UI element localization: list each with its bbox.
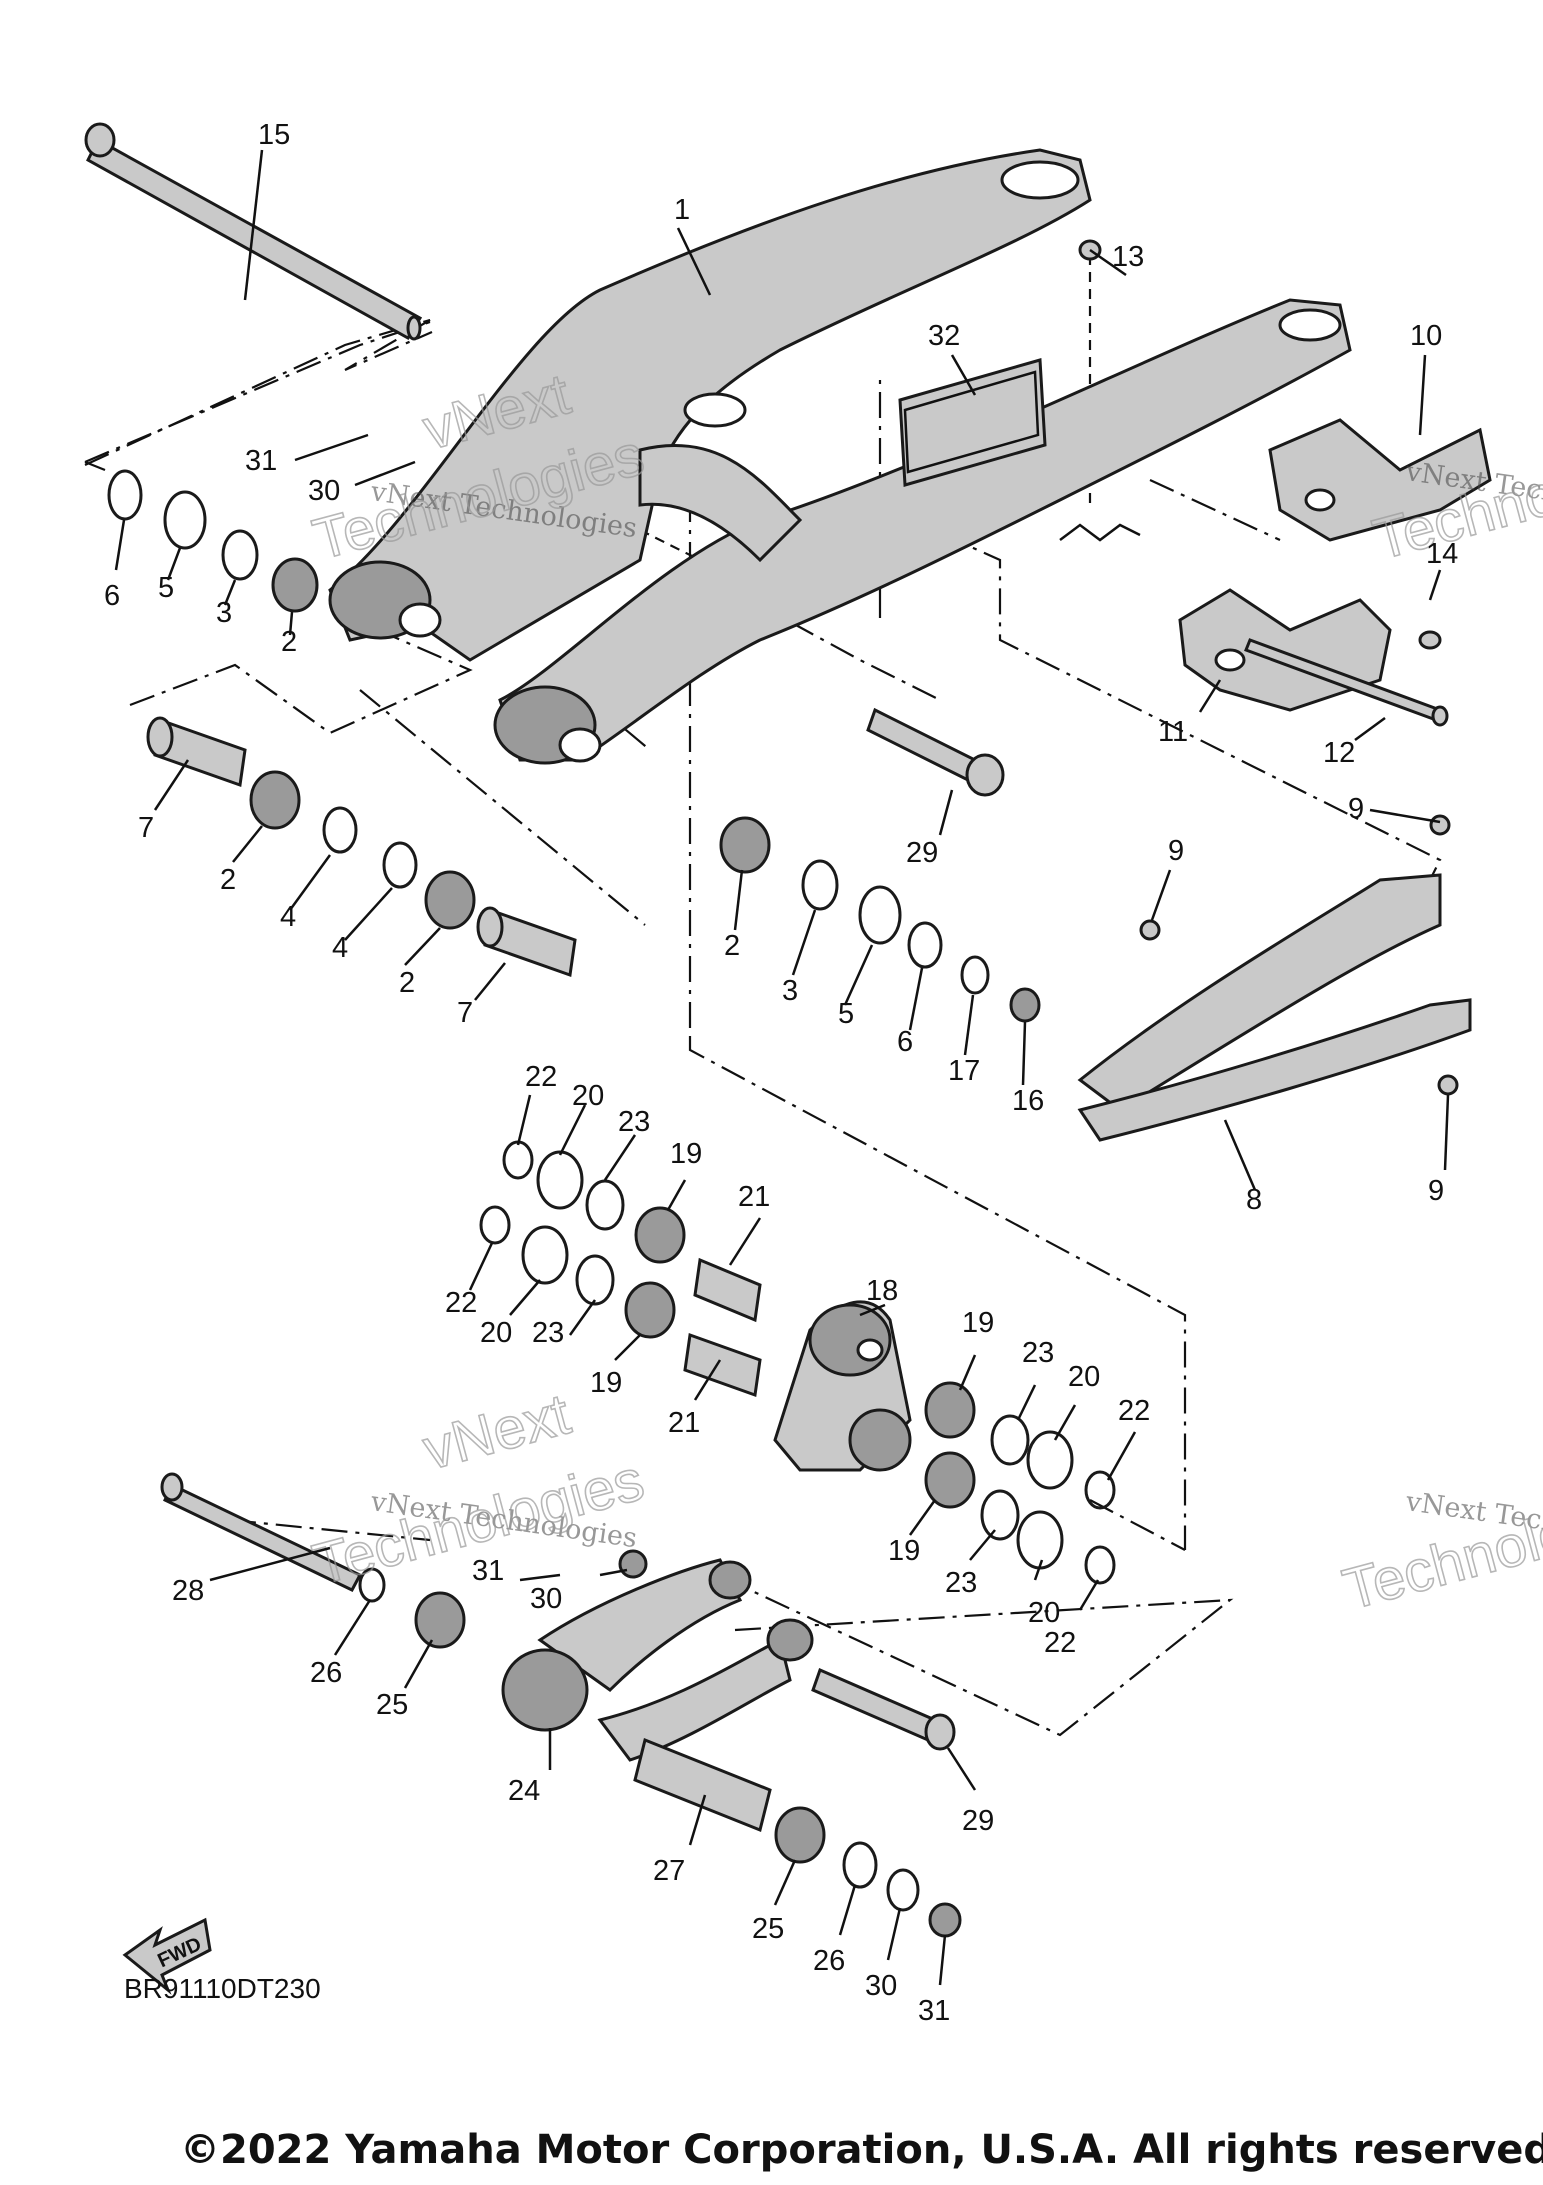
callout-22a: 22 xyxy=(525,1061,557,1093)
callout-numbers: 15 1 13 32 10 31 30 6 5 3 2 14 11 12 7 2… xyxy=(104,119,1458,2027)
callout-17: 17 xyxy=(948,1055,980,1087)
callout-31c: 31 xyxy=(918,1995,950,2027)
callout-7a: 7 xyxy=(138,812,154,844)
callout-12: 12 xyxy=(1323,737,1355,769)
relay-arm-18 xyxy=(773,1300,912,1472)
callout-30b: 30 xyxy=(530,1583,562,1615)
callout-21a: 21 xyxy=(738,1181,770,1213)
callout-25b: 25 xyxy=(752,1913,784,1945)
callout-5a: 5 xyxy=(158,572,174,604)
callout-25a: 25 xyxy=(376,1689,408,1721)
callout-19a: 19 xyxy=(670,1138,702,1170)
callout-9a: 9 xyxy=(1348,793,1364,825)
callout-7b: 7 xyxy=(457,997,473,1029)
callout-30c: 30 xyxy=(865,1970,897,2002)
callout-19c: 19 xyxy=(962,1307,994,1339)
callout-4b: 4 xyxy=(332,932,348,964)
callout-29b: 29 xyxy=(962,1805,994,1837)
callout-31a: 31 xyxy=(245,445,277,477)
callout-26b: 26 xyxy=(813,1945,845,1977)
callout-20a: 20 xyxy=(572,1080,604,1112)
callout-6b: 6 xyxy=(897,1026,913,1058)
callout-29a: 29 xyxy=(906,837,938,869)
swingarm-1 xyxy=(328,148,1352,765)
callout-32: 32 xyxy=(928,320,960,352)
chain-guide-8 xyxy=(1077,873,1472,1142)
bolt-14 xyxy=(1418,630,1442,650)
callout-3a: 3 xyxy=(216,597,232,629)
callout-20d: 20 xyxy=(1028,1597,1060,1629)
callout-13: 13 xyxy=(1112,241,1144,273)
callout-9c: 9 xyxy=(1428,1175,1444,1207)
callout-2b: 2 xyxy=(220,864,236,896)
chain-puller-10 xyxy=(1268,418,1492,542)
callout-14: 14 xyxy=(1426,538,1458,570)
callout-15: 15 xyxy=(258,119,290,151)
callout-6a: 6 xyxy=(104,580,120,612)
pivot-shaft-15 xyxy=(84,122,423,341)
callout-18: 18 xyxy=(866,1275,898,1307)
callout-8: 8 xyxy=(1246,1184,1262,1216)
bolt-12 xyxy=(1244,638,1449,727)
callout-22c: 22 xyxy=(1118,1395,1150,1427)
callout-26a: 26 xyxy=(310,1657,342,1689)
callout-23a: 23 xyxy=(618,1106,650,1138)
callout-1: 1 xyxy=(674,194,690,226)
callout-27: 27 xyxy=(653,1855,685,1887)
callout-22b: 22 xyxy=(445,1287,477,1319)
connecting-rod-24 xyxy=(501,1558,814,1762)
callout-20c: 20 xyxy=(1068,1361,1100,1393)
diagram-code: BR91110DT230 xyxy=(124,1973,321,2004)
callout-9b: 9 xyxy=(1168,835,1184,867)
callout-16: 16 xyxy=(1012,1085,1044,1117)
callout-10: 10 xyxy=(1410,320,1442,352)
callout-31b: 31 xyxy=(472,1555,504,1587)
relay-bushings xyxy=(479,1140,1116,1585)
callout-11: 11 xyxy=(1158,716,1188,748)
svg-text:vNext: vNext xyxy=(417,1381,577,1482)
callout-23d: 23 xyxy=(945,1567,977,1599)
callout-3b: 3 xyxy=(782,975,798,1007)
callout-22d: 22 xyxy=(1044,1627,1076,1659)
callout-30a: 30 xyxy=(308,475,340,507)
pivot-left-parts xyxy=(107,469,577,978)
pivot-right-parts xyxy=(719,707,1041,1023)
callout-28: 28 xyxy=(172,1575,204,1607)
callout-4a: 4 xyxy=(280,901,296,933)
callout-5b: 5 xyxy=(838,998,854,1030)
label-32 xyxy=(898,358,1047,487)
callout-23c: 23 xyxy=(1022,1337,1054,1369)
callout-23b: 23 xyxy=(532,1317,564,1349)
callout-2a: 2 xyxy=(281,626,297,658)
callout-2c: 2 xyxy=(399,967,415,999)
callout-24: 24 xyxy=(508,1775,540,1807)
leader-lines xyxy=(114,149,1450,1986)
callout-20b: 20 xyxy=(480,1317,512,1349)
callout-2d: 2 xyxy=(724,930,740,962)
copyright: ©2022 Yamaha Motor Corporation, U.S.A. A… xyxy=(180,2127,1543,2173)
callout-19d: 19 xyxy=(888,1535,920,1567)
callout-21b: 21 xyxy=(668,1407,700,1439)
callout-19b: 19 xyxy=(590,1367,622,1399)
